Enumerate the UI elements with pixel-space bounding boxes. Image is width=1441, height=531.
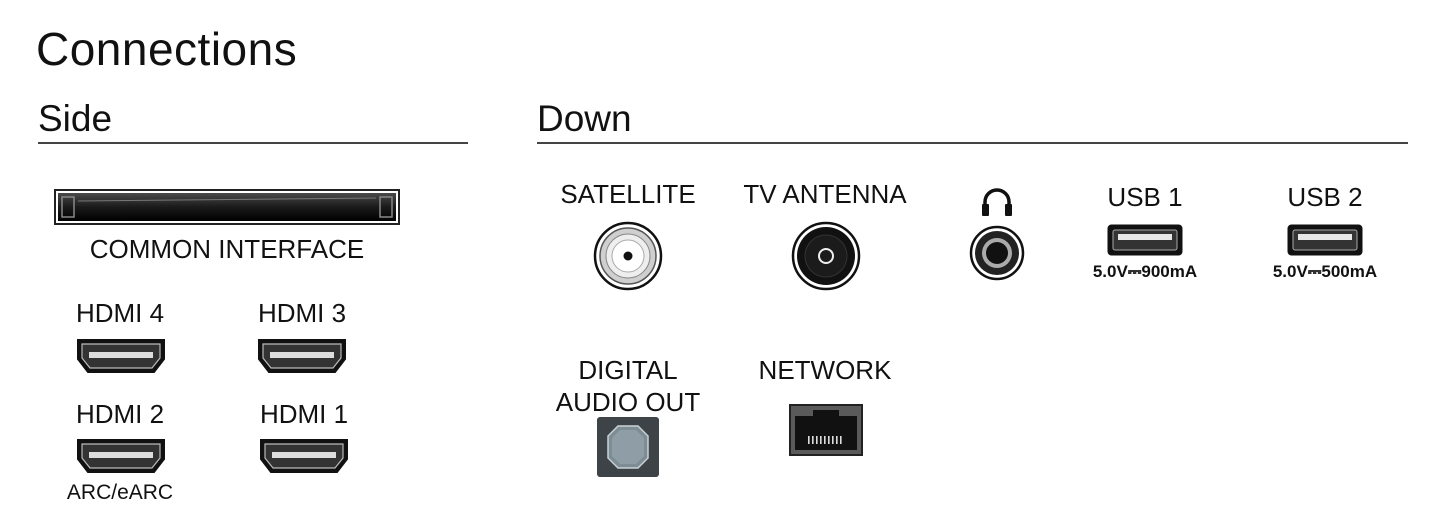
hdmi3-label: HDMI 3	[257, 298, 347, 328]
network-label: NETWORK	[758, 355, 892, 385]
satellite-coax-port-icon	[593, 221, 663, 291]
hdmi1-port-icon	[258, 437, 350, 475]
page-title: Connections	[36, 23, 298, 75]
section-side-title: Side	[38, 98, 113, 139]
common-interface-label: COMMON INTERFACE	[89, 234, 365, 264]
ethernet-port-icon	[789, 404, 863, 456]
usb1-port-icon	[1107, 224, 1183, 256]
usb1-power-spec: 5.0V⎓900mA	[1092, 262, 1198, 281]
usb2-power-spec: 5.0V⎓500mA	[1272, 262, 1378, 281]
tv-antenna-coax-port-icon	[791, 221, 861, 291]
optical-audio-port-icon	[596, 416, 660, 478]
down-divider	[537, 142, 1408, 144]
section-down-title: Down	[537, 98, 632, 139]
satellite-label: SATELLITE	[560, 179, 696, 209]
digital-audio-out-label-line1: DIGITAL	[578, 355, 678, 385]
hdmi4-port-icon	[75, 337, 167, 375]
hdmi3-port-icon	[256, 337, 348, 375]
hdmi2-port-icon	[75, 437, 167, 475]
usb2-port-icon	[1287, 224, 1363, 256]
digital-audio-out-label-line2: AUDIO OUT	[555, 387, 701, 417]
hdmi2-arc-label: ARC/eARC	[66, 481, 174, 504]
side-divider	[38, 142, 468, 144]
tv-antenna-label: TV ANTENNA	[743, 179, 907, 209]
hdmi4-label: HDMI 4	[75, 298, 165, 328]
headphone-jack-port-icon	[969, 225, 1025, 281]
usb2-label: USB 2	[1287, 182, 1363, 212]
hdmi2-label: HDMI 2	[75, 399, 165, 429]
headphone-icon	[980, 186, 1014, 218]
common-interface-slot-icon	[54, 189, 400, 225]
hdmi1-label: HDMI 1	[259, 399, 349, 429]
usb1-label: USB 1	[1107, 182, 1183, 212]
